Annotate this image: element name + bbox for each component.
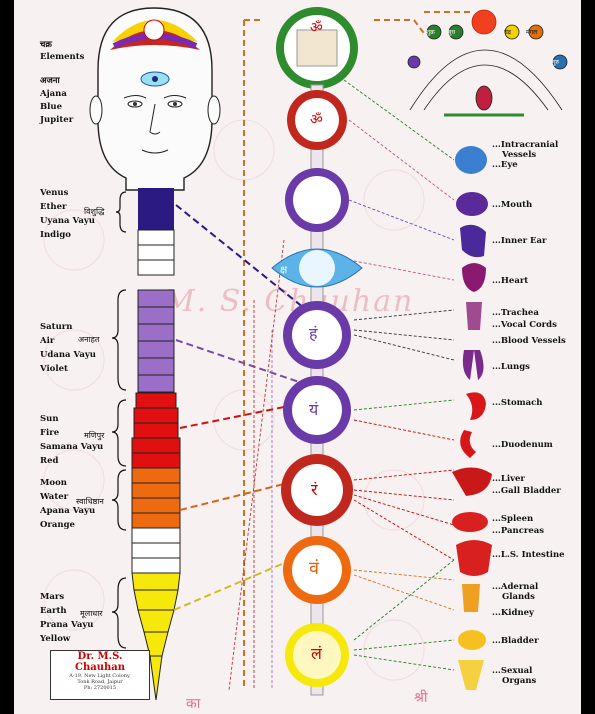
organ-trachea: ...Trachea	[492, 308, 539, 318]
label-manipur-hi: मणिपुर	[84, 431, 105, 440]
author-line3: Ph: 2720015	[83, 685, 117, 691]
vishuddhi-chakra	[285, 168, 349, 232]
author-name: Dr. M.S. Chauhan	[75, 651, 125, 673]
label-violet: Violet	[40, 364, 68, 374]
organ-eye: ...Eye	[492, 160, 518, 170]
label-sun: Sun	[40, 414, 59, 424]
label-ether: Ether	[40, 202, 67, 212]
label-moon: Moon	[40, 478, 67, 488]
label-earth: Earth	[40, 606, 67, 616]
glyph-lam: लं	[311, 644, 322, 663]
svadhisthan-chakra	[281, 454, 353, 526]
organ-inner-ear: ...Inner Ear	[492, 236, 547, 246]
head-figure	[89, 7, 221, 230]
planet-diagram	[407, 9, 568, 117]
organ-bladder: ...Bladder	[492, 636, 539, 646]
label-jupiter: Jupiter	[40, 115, 74, 125]
organ-lungs: ...Lungs	[492, 362, 530, 372]
label-chakra-hi: चक्र	[40, 40, 52, 50]
glyph-vam: वं	[309, 558, 320, 579]
organ-mouth: ...Mouth	[492, 200, 533, 210]
planet-budh: बुध	[448, 29, 456, 36]
planet-guru: गुरु	[552, 59, 559, 66]
organ-intracranial: ...Intracranial	[492, 140, 559, 150]
label-elements: Elements	[40, 52, 85, 62]
label-blue: Blue	[40, 102, 63, 112]
label-ajana-hi: अजना	[40, 76, 60, 86]
label-water: Water	[40, 492, 69, 502]
anahata-chakra	[283, 301, 351, 369]
glyph-om-crown: ॐ	[310, 20, 323, 36]
organ-organs: Organs	[502, 676, 537, 686]
organ-heart: ...Heart	[492, 276, 529, 286]
label-venus: Venus	[40, 188, 69, 198]
label-indigo: Indigo	[40, 230, 71, 240]
glyph-om-ajna: ॐ	[310, 112, 323, 128]
ksham-chakra	[271, 248, 363, 288]
bottom-letter-ka: का	[186, 696, 201, 712]
label-ajana: Ajana	[40, 89, 67, 99]
organ-ls-intestine: ...L.S. Intestine	[492, 550, 565, 560]
muladhar-chakra	[285, 623, 349, 687]
organ-blood-vessels: ...Blood Vessels	[492, 336, 566, 346]
chakra-chart: M. S. Chauhan	[14, 0, 581, 714]
ajna-chakra	[287, 90, 347, 150]
label-apana: Apana Vayu	[40, 506, 96, 516]
organ-glands: Glands	[502, 592, 535, 602]
organ-adernal: ...Adernal	[492, 582, 539, 592]
label-prana: Prana Vayu	[40, 620, 94, 630]
label-samana: Samana Vayu	[40, 442, 104, 452]
glyph-ram: रं	[311, 480, 318, 499]
label-udana: Udana Vayu	[40, 350, 96, 360]
label-svadhisthan-hi: स्वाधिष्ठान	[76, 497, 104, 506]
author-line1: A-19, New Light Colony,	[69, 673, 131, 679]
label-orange: Orange	[40, 520, 75, 530]
organ-kidney: ...Kidney	[492, 608, 534, 618]
organ-icons	[452, 146, 492, 690]
organ-liver: ...Liver	[492, 474, 525, 484]
organ-pancreas: ...Pancreas	[492, 526, 545, 536]
organ-stomach: ...Stomach	[492, 398, 543, 408]
organ-duodenum: ...Duodenum	[492, 440, 553, 450]
organ-sexual: ...Sexual	[492, 666, 533, 676]
label-red: Red	[40, 456, 59, 466]
label-anahata-hi: अनाहत	[78, 335, 100, 344]
planet-chandra: चंद्र	[504, 29, 511, 36]
label-vishuddhi-hi: विशुद्धि	[84, 207, 105, 216]
label-uyana: Uyana Vayu	[40, 216, 95, 226]
author-line2: Tonk Road, Jaipur	[77, 679, 123, 685]
label-saturn: Saturn	[40, 322, 73, 332]
manipur-chakra	[283, 376, 351, 444]
glyph-ham: हं	[309, 324, 318, 343]
label-muladhar-hi: मूलाधार	[80, 609, 103, 618]
organ-spleen: ...Spleen	[492, 514, 534, 524]
organ-vocal-cords: ...Vocal Cords	[492, 320, 557, 330]
chakra-diagram	[43, 7, 568, 701]
organ-vessels: Vessels	[502, 150, 537, 160]
watermark-text: M. S. Chauhan	[164, 284, 415, 319]
braces	[111, 191, 127, 649]
planet-mangal: मंगल	[526, 29, 538, 36]
svadh-lotus-orange	[283, 536, 351, 604]
bottom-letter-shri: श्री	[414, 690, 428, 706]
label-mars: Mars	[40, 592, 65, 602]
label-yellow: Yellow	[40, 634, 71, 644]
label-air: Air	[40, 336, 55, 346]
glyph-ksham: क्ष	[280, 265, 288, 276]
organ-gall-bladder: ...Gall Bladder	[492, 486, 561, 496]
planet-shukra: शुक्र	[426, 29, 435, 36]
author-card: Dr. M.S. Chauhan A-19, New Light Colony,…	[50, 650, 150, 700]
color-column	[131, 229, 181, 701]
glyph-yam: यं	[309, 400, 319, 419]
label-fire: Fire	[40, 428, 60, 438]
